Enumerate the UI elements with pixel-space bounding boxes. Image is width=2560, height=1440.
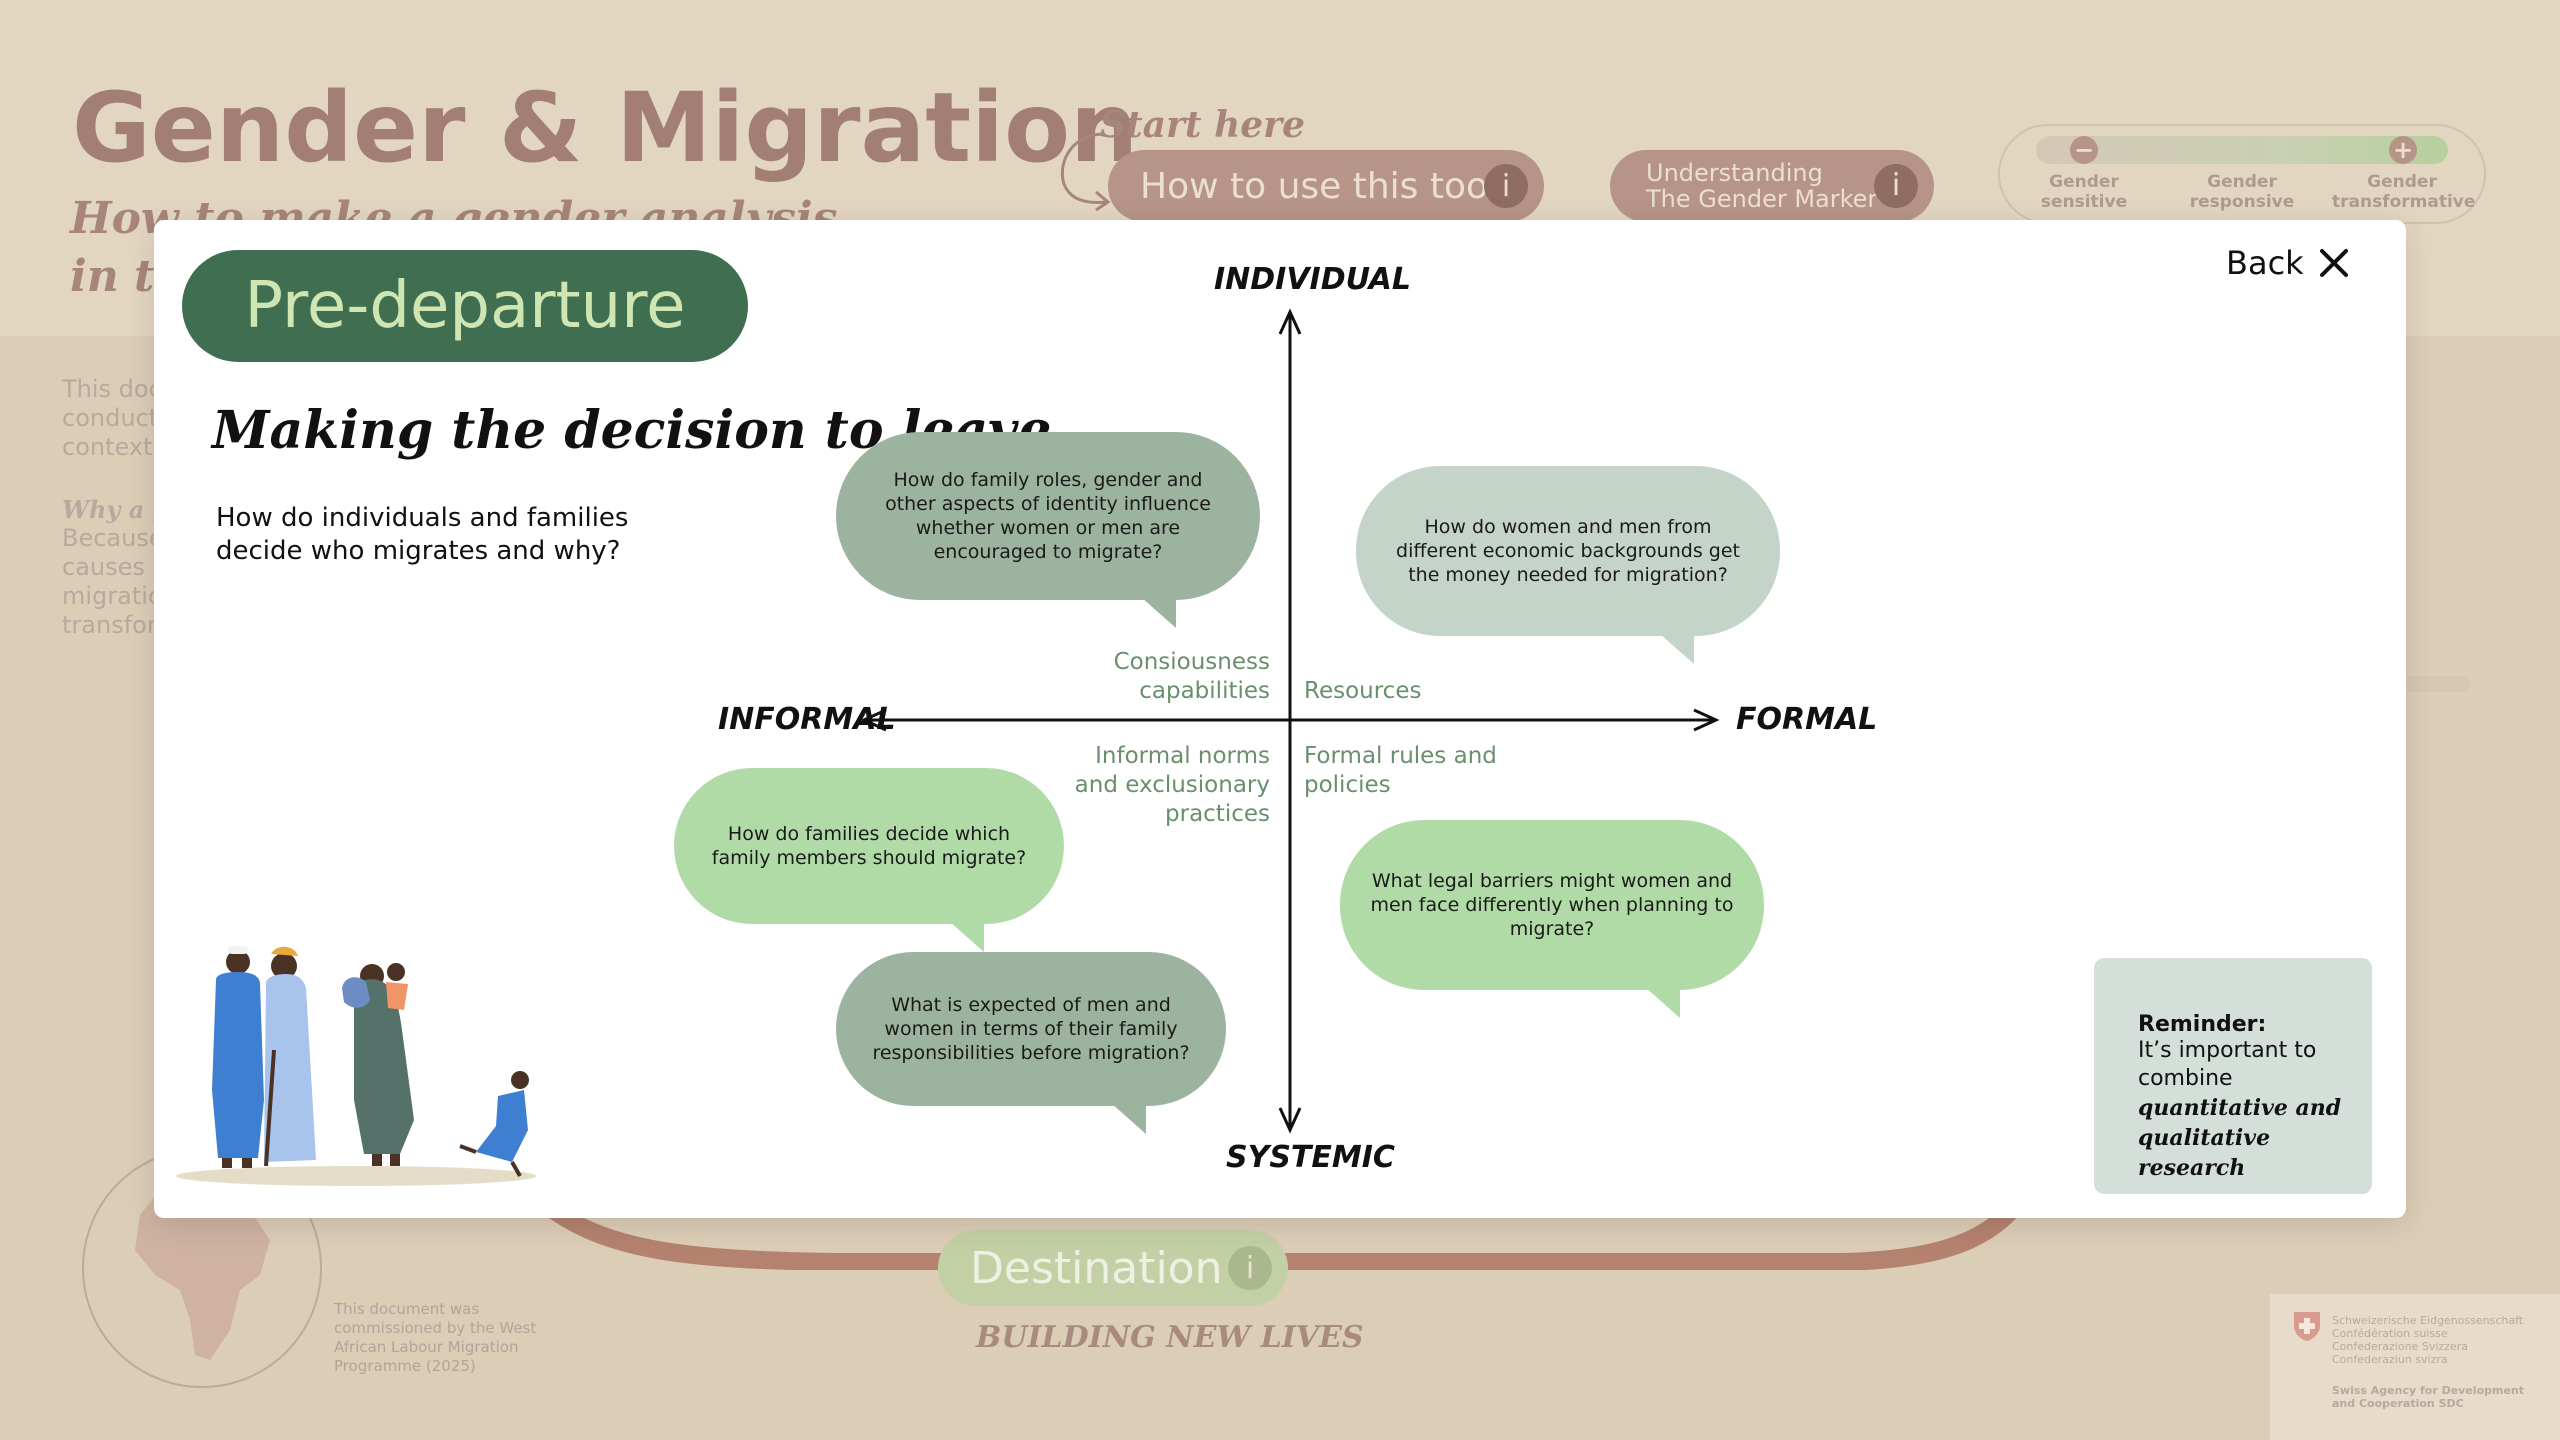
gender-marker-label: Understanding The Gender Marker	[1646, 159, 1878, 213]
start-here-arrow-icon	[1060, 132, 1111, 212]
question-bubble-legal-barriers: What legal barriers might women and men …	[1340, 820, 1764, 1018]
axis-label-systemic: SYSTEMIC	[1226, 1140, 1395, 1175]
question-bubble-economic: How do women and men from different econ…	[1356, 466, 1780, 664]
reminder-body: It’s important to combine	[2138, 1038, 2317, 1091]
commission-note: This document was commissioned by the We…	[334, 1300, 537, 1375]
sdc-logo-block: Schweizerische Eidgenossenschaft Confédé…	[2270, 1294, 2560, 1440]
reminder-emphasis: quantitative and qualitative research	[2138, 1095, 2342, 1181]
sdc-agency-text: Swiss Agency for Development and Coopera…	[2332, 1384, 2525, 1410]
quadrant-label-bottom-left: Informal norms and exclusionary practice…	[1074, 743, 1270, 827]
back-label: Back	[2226, 244, 2304, 282]
quadrant-label-bottom-right: Formal rules and policies	[1304, 743, 1497, 798]
reminder-title: Reminder:	[2138, 1012, 2267, 1037]
family-illustration	[176, 946, 536, 1186]
quadrant-label-top-left: Consiousness capabilities	[1113, 649, 1270, 704]
sdc-confederation-text: Schweizerische Eidgenossenschaft Confédé…	[2332, 1314, 2524, 1366]
gender-scale-bar	[2036, 136, 2448, 164]
destination-label: Destination	[970, 1242, 1223, 1294]
question-bubble-responsibilities: What is expected of men and women in ter…	[836, 952, 1226, 1134]
journey-road	[540, 1193, 2020, 1270]
stage-badge: Pre-departure	[182, 250, 748, 362]
question-bubble-family-roles: How do family roles, gender and other as…	[836, 432, 1260, 628]
gender-marker-button[interactable]: Understanding The Gender Marker i	[1610, 150, 1934, 222]
info-icon: i	[1874, 164, 1918, 208]
why-text: Why a g Because causes c migratic transf…	[62, 495, 170, 639]
how-to-use-label: How to use this tool	[1140, 165, 1499, 207]
destination-subtitle: BUILDING NEW LIVES	[976, 1320, 1364, 1355]
quadrant-axes	[860, 308, 1720, 1134]
minus-icon[interactable]: −	[2070, 136, 2098, 164]
start-here-label: Start here	[1100, 104, 1306, 146]
plus-icon[interactable]: +	[2389, 136, 2417, 164]
page-title: Gender & Migration	[72, 72, 1139, 184]
africa-map-icon	[135, 1186, 270, 1360]
back-button[interactable]: Back	[2226, 244, 2350, 282]
reminder-card: Reminder: It’s important to combine quan…	[2094, 958, 2372, 1194]
axis-label-formal: FORMAL	[1736, 702, 1878, 737]
how-to-use-button[interactable]: How to use this tool i	[1108, 150, 1544, 222]
axis-label-informal: INFORMAL	[718, 702, 896, 737]
axis-label-individual: INDIVIDUAL	[1214, 262, 1411, 297]
destination-button[interactable]: Destination i	[938, 1230, 1288, 1306]
modal-question: How do individuals and families decide w…	[216, 503, 629, 566]
close-icon	[2319, 249, 2348, 277]
swiss-shield-icon	[2294, 1312, 2320, 1341]
question-bubble-family-decision: How do families decide which family memb…	[674, 768, 1064, 952]
info-icon: i	[1484, 164, 1528, 208]
info-icon: i	[1228, 1246, 1272, 1290]
intro-text: This doc conduct context	[62, 375, 162, 461]
quadrant-label-top-right: Resources	[1304, 678, 1422, 704]
